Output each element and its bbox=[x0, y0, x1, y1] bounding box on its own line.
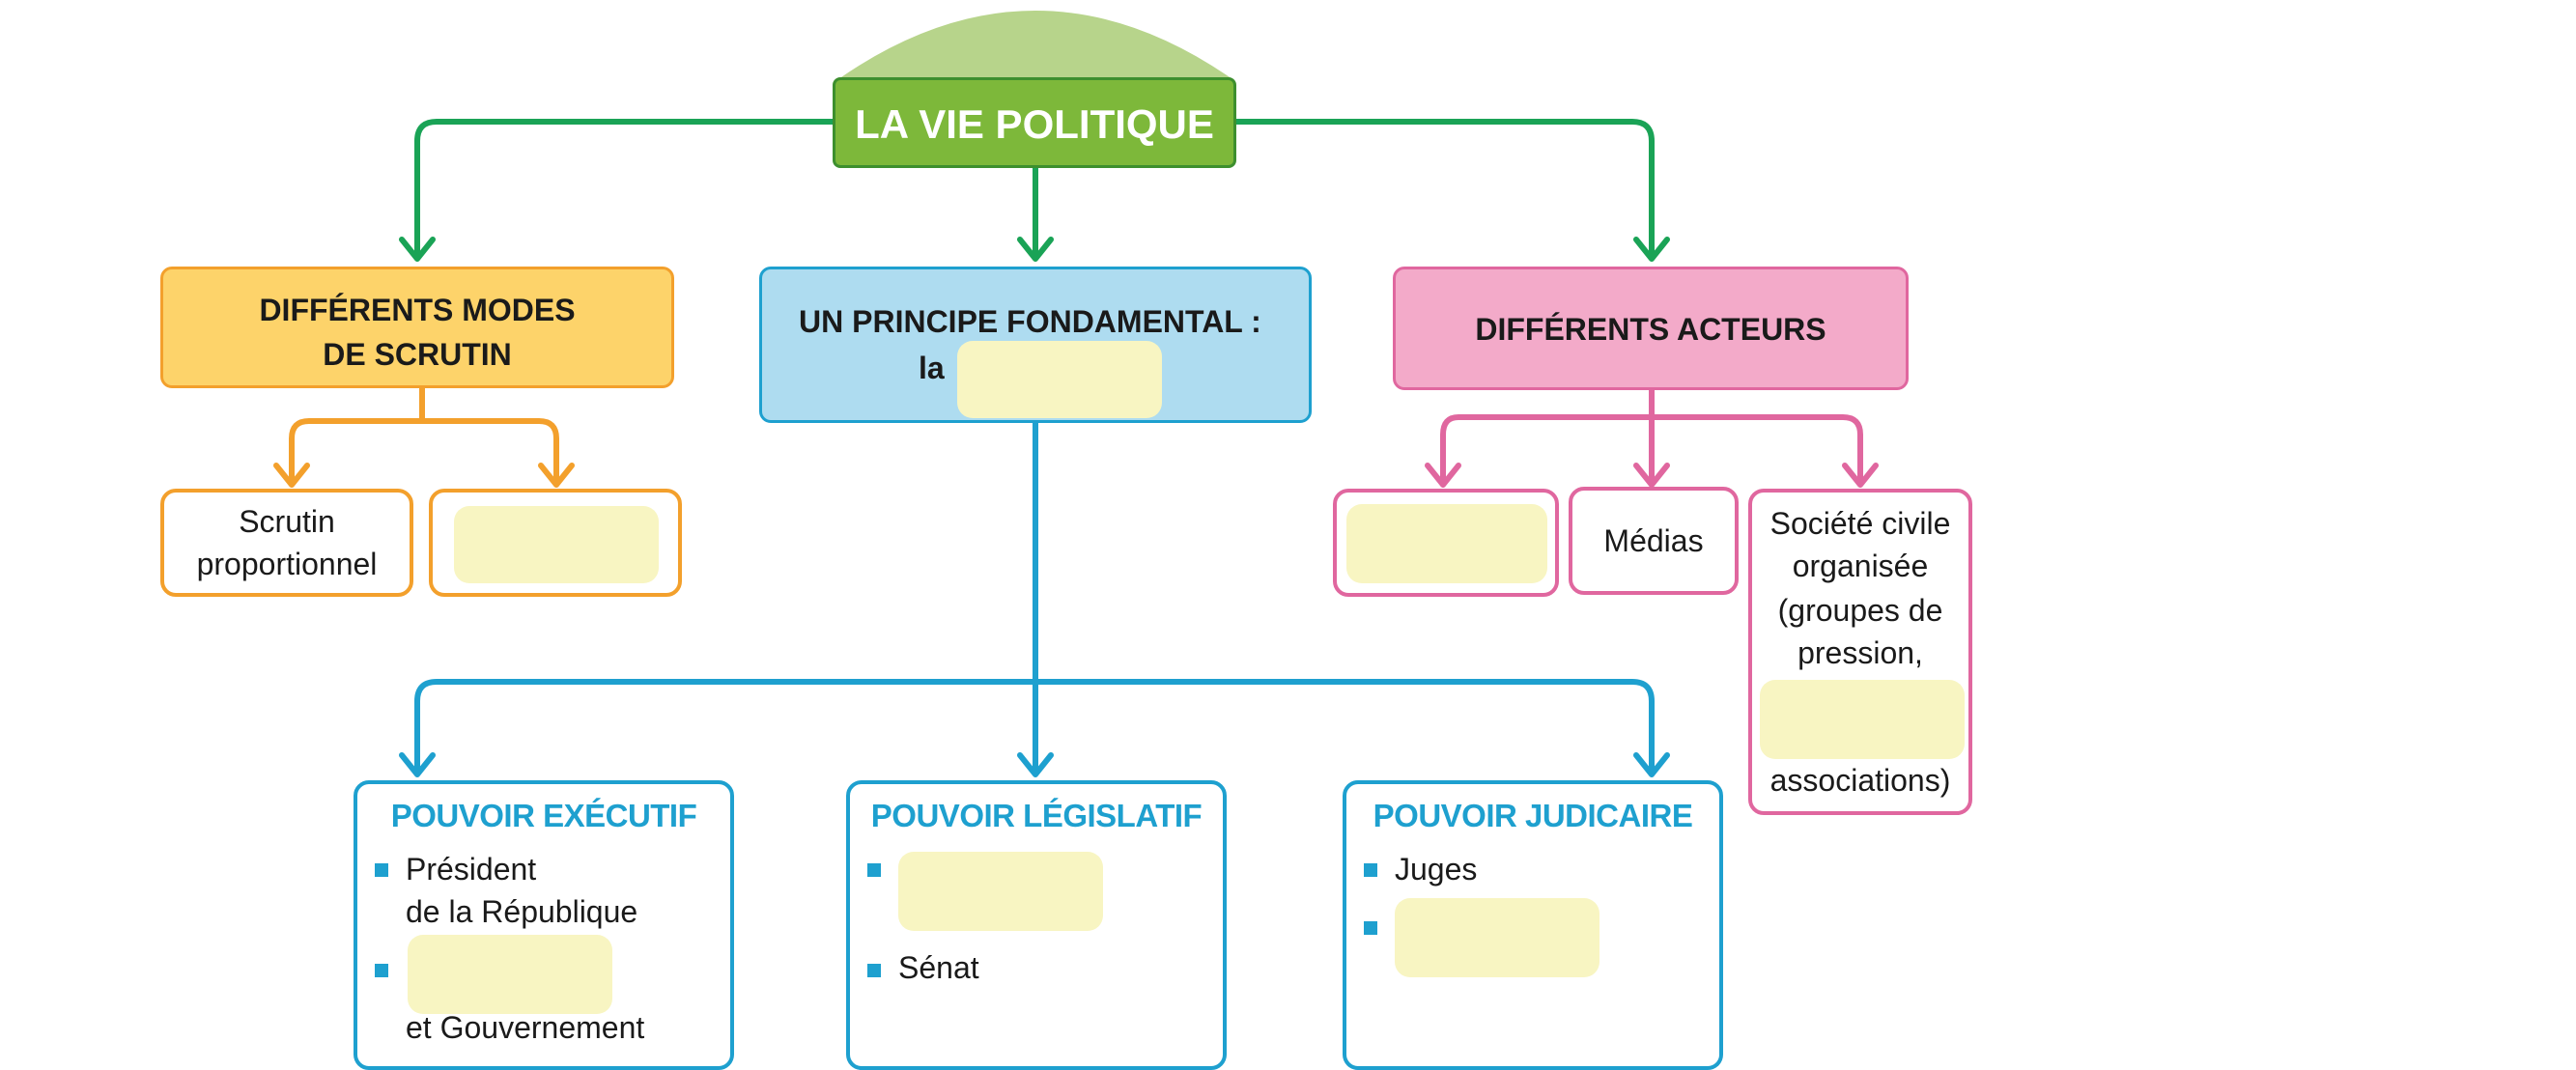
executif-bullet-1 bbox=[375, 863, 388, 877]
scrutin-blank-field[interactable] bbox=[454, 506, 659, 583]
executif-box: POUVOIR EXÉCUTIF Président de la Républi… bbox=[354, 780, 734, 1070]
executif-blank-field[interactable] bbox=[408, 935, 612, 1014]
principe-box: UN PRINCIPE FONDAMENTAL : la bbox=[759, 267, 1312, 423]
arrow-to-judiciaire bbox=[1633, 752, 1670, 777]
pouvoirs-connectors bbox=[414, 423, 1655, 771]
executif-item1-line2: de la République bbox=[406, 894, 638, 929]
legislatif-blank-field[interactable] bbox=[898, 852, 1103, 931]
modes-title-line2: DE SCRUTIN bbox=[323, 337, 512, 372]
executif-bullet-2 bbox=[375, 964, 388, 977]
executif-item2-line2: et Gouvernement bbox=[406, 1010, 645, 1045]
scrutin-blank-box bbox=[429, 489, 682, 597]
judiciaire-bullet-1 bbox=[1364, 863, 1377, 877]
arrow-to-principe bbox=[1017, 237, 1054, 262]
principe-title: UN PRINCIPE FONDAMENTAL : bbox=[799, 304, 1261, 339]
societe-line2: organisée bbox=[1792, 549, 1929, 583]
legislatif-box: POUVOIR LÉGISLATIF Sénat bbox=[846, 780, 1227, 1070]
acteurs-title: DIFFÉRENTS ACTEURS bbox=[1475, 312, 1826, 347]
root-dome-shape bbox=[838, 11, 1232, 79]
legislatif-bullet-2 bbox=[867, 964, 881, 977]
root-box: LA VIE POLITIQUE bbox=[833, 77, 1236, 168]
arrow-to-acteurs bbox=[1633, 237, 1670, 262]
acteurs-connectors bbox=[1440, 390, 1863, 481]
executif-item1-line1: Président bbox=[406, 852, 537, 887]
scrutin-proportionnel-line1: Scrutin bbox=[239, 504, 335, 539]
judiciaire-bullet-2 bbox=[1364, 921, 1377, 935]
modes-box: DIFFÉRENTS MODES DE SCRUTIN bbox=[160, 267, 674, 388]
judiciaire-box: POUVOIR JUDICAIRE Juges bbox=[1343, 780, 1723, 1070]
legislatif-bullet-1 bbox=[867, 863, 881, 877]
legislatif-item2: Sénat bbox=[898, 950, 979, 985]
executif-title: POUVOIR EXÉCUTIF bbox=[390, 798, 697, 833]
arrow-to-scrutin-blank bbox=[538, 463, 575, 488]
acteur-blank-field[interactable] bbox=[1346, 504, 1547, 583]
scrutin-proportionnel-line2: proportionnel bbox=[196, 547, 378, 581]
societe-line4: pression, bbox=[1798, 635, 1923, 670]
arrow-to-medias bbox=[1633, 463, 1670, 488]
principe-blank-field[interactable] bbox=[957, 341, 1162, 418]
societe-blank-field[interactable] bbox=[1760, 680, 1965, 759]
medias-label: Médias bbox=[1603, 523, 1704, 558]
acteurs-box: DIFFÉRENTS ACTEURS bbox=[1393, 267, 1909, 390]
modes-connectors bbox=[289, 388, 559, 481]
acteur-blank-box bbox=[1333, 489, 1559, 597]
judiciaire-title: POUVOIR JUDICAIRE bbox=[1373, 798, 1693, 833]
arrow-to-acteur-blank bbox=[1425, 463, 1461, 488]
arrow-to-modes bbox=[399, 237, 436, 262]
societe-line5: associations) bbox=[1769, 763, 1951, 798]
judiciaire-blank-field[interactable] bbox=[1395, 898, 1599, 977]
root-connectors bbox=[414, 119, 1655, 255]
societe-line3: (groupes de bbox=[1777, 593, 1943, 628]
arrow-to-societe-civile bbox=[1842, 463, 1879, 488]
scrutin-proportionnel-box: Scrutin proportionnel bbox=[160, 489, 413, 597]
legislatif-title: POUVOIR LÉGISLATIF bbox=[870, 798, 1203, 833]
principe-prefix: la bbox=[919, 351, 945, 385]
societe-civile-box: Société civile organisée (groupes de pre… bbox=[1748, 489, 1972, 815]
societe-line1: Société civile bbox=[1769, 506, 1951, 541]
arrow-to-legislatif bbox=[1017, 752, 1054, 777]
arrow-to-scrutin-proportionnel bbox=[273, 463, 310, 488]
root-title: LA VIE POLITIQUE bbox=[855, 101, 1214, 147]
modes-title-line1: DIFFÉRENTS MODES bbox=[259, 293, 576, 327]
arrow-to-executif bbox=[399, 752, 436, 777]
medias-box: Médias bbox=[1569, 487, 1739, 595]
judiciaire-item1: Juges bbox=[1395, 852, 1478, 887]
